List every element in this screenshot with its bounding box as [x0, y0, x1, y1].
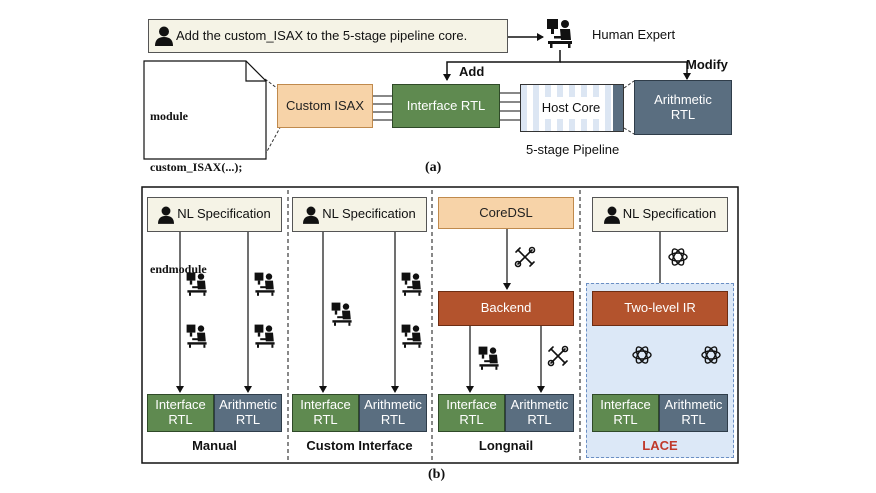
lace-spec-box: NL Specification — [592, 197, 728, 232]
arithmetic-label: Arithmetic — [364, 397, 422, 413]
human-expert-icon — [478, 346, 499, 370]
code-line: endmodule — [150, 262, 207, 276]
tool-icon — [514, 246, 536, 268]
rtl-label: RTL — [168, 412, 193, 427]
human-expert-icon — [254, 324, 275, 348]
manual-spec-box: NL Specification — [147, 197, 282, 232]
code-line: custom_ISAX(...); — [150, 160, 243, 174]
coredsl-box: CoreDSL — [438, 197, 574, 229]
human-expert-label: Human Expert — [592, 27, 676, 42]
custom-interface-spec-label: NL Specification — [322, 206, 416, 222]
two-level-ir-box: Two-level IR — [592, 291, 728, 326]
person-icon — [155, 26, 173, 46]
lace-arithmetic-rtl: Arithmetic RTL — [659, 394, 728, 432]
human-expert-icon — [254, 272, 275, 296]
arithmetic-label: Arithmetic — [510, 397, 569, 413]
lace-column-name: LACE — [642, 438, 678, 453]
rtl-label: RTL — [459, 412, 484, 427]
human-expert-icon — [401, 324, 422, 348]
rtl-label: RTL — [613, 412, 638, 427]
code-file-icon — [143, 60, 267, 160]
human-expert-icon — [186, 324, 207, 348]
person-icon — [303, 206, 320, 224]
interface-label: Interface — [155, 397, 206, 413]
lace-interface-rtl: Interface RTL — [592, 394, 659, 432]
manual-interface-rtl: Interface RTL — [147, 394, 214, 432]
rtl-label: RTL — [235, 412, 261, 427]
person-icon — [158, 206, 175, 224]
modify-label: Modify — [686, 57, 728, 72]
manual-spec-label: NL Specification — [177, 206, 271, 222]
arithmetic-label: Arithmetic — [664, 397, 723, 413]
person-icon — [603, 206, 620, 224]
custom-isax-box: Custom ISAX — [277, 84, 373, 128]
manual-column-name: Manual — [192, 438, 237, 453]
llm-icon — [668, 248, 688, 266]
interface-label: Interface — [446, 397, 497, 413]
human-expert-icon — [331, 302, 352, 326]
code-line: module — [150, 109, 189, 123]
custom-interface-spec-box: NL Specification — [292, 197, 427, 232]
rtl-label: RTL — [313, 412, 338, 427]
human-expert-icon — [186, 272, 207, 296]
custom-interface-interface-rtl: Interface RTL — [292, 394, 359, 432]
pipeline-stage-highlight — [613, 85, 623, 131]
arithmetic-rtl-line1: Arithmetic — [654, 91, 712, 107]
code-lines: module custom_ISAX(...); ... endmodule — [150, 74, 242, 295]
host-core-box: Host Core — [520, 84, 624, 132]
arithmetic-rtl-box: Arithmetic RTL — [634, 80, 732, 135]
lace-spec-label: NL Specification — [622, 206, 717, 222]
longnail-arithmetic-rtl: Arithmetic RTL — [505, 394, 574, 432]
custom-interface-arithmetic-rtl: Arithmetic RTL — [359, 394, 427, 432]
longnail-interface-rtl: Interface RTL — [438, 394, 505, 432]
host-core-label: Host Core — [539, 97, 603, 119]
prompt-box: Add the custom_ISAX to the 5-stage pipel… — [148, 19, 508, 53]
interface-label: Interface — [600, 397, 651, 413]
human-expert-icon — [401, 272, 422, 296]
backend-box: Backend — [438, 291, 574, 326]
arithmetic-rtl-line2: RTL — [670, 106, 696, 122]
interface-label: Interface — [300, 397, 351, 413]
llm-icon — [632, 346, 652, 364]
tool-icon — [547, 345, 569, 367]
pipeline-label: 5-stage Pipeline — [526, 142, 620, 157]
longnail-column-name: Longnail — [478, 438, 534, 453]
human-expert-icon — [547, 19, 572, 48]
caption-a: (a) — [425, 160, 442, 175]
interface-rtl-box: Interface RTL — [392, 84, 500, 128]
rtl-label: RTL — [681, 412, 706, 427]
llm-icon — [701, 346, 721, 364]
caption-b: (b) — [428, 467, 446, 482]
custom-interface-column-name: Custom Interface — [306, 438, 413, 453]
prompt-text: Add the custom_ISAX to the 5-stage pipel… — [176, 27, 468, 43]
add-label: Add — [459, 64, 485, 79]
rtl-label: RTL — [527, 412, 552, 427]
arithmetic-label: Arithmetic — [219, 397, 277, 413]
rtl-label: RTL — [380, 412, 406, 427]
manual-arithmetic-rtl: Arithmetic RTL — [214, 394, 282, 432]
